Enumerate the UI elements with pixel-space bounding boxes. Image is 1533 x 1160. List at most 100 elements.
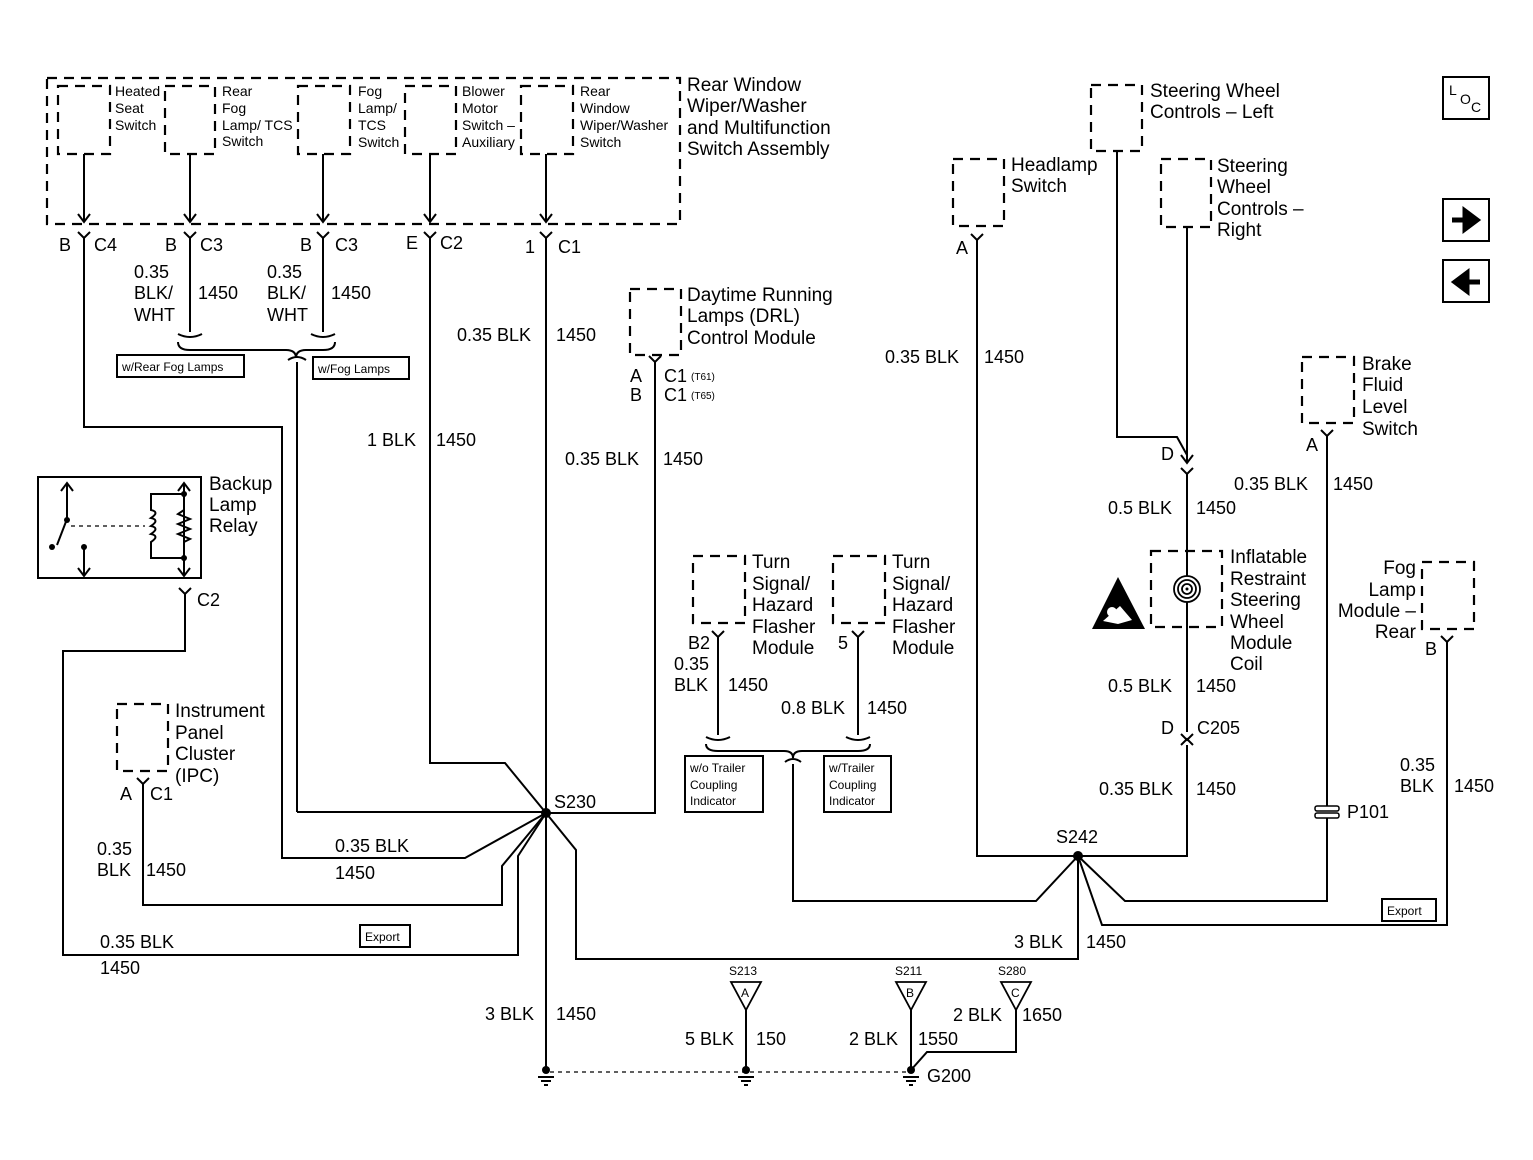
svg-text:A: A [630,366,642,386]
svg-text:BLK: BLK [97,860,131,880]
drl-pins: A C1 (T61) B C1 (T65) [630,366,715,405]
svg-text:0.35 BLK: 0.35 BLK [457,325,531,345]
arrow-right-icon [1452,206,1482,234]
svg-text:Brake: Brake [1362,354,1412,375]
svg-text:C1: C1 [664,366,687,386]
svg-text:Turn: Turn [752,552,790,573]
c205-pin: D [1161,718,1174,738]
svg-text:0.35 BLK: 0.35 BLK [335,836,409,856]
turn2-connector [851,630,865,639]
svg-text:Daytime Running: Daytime Running [687,285,833,306]
svg-text:(T61): (T61) [691,372,715,383]
option-bracket-fog [177,238,336,812]
turn1-wire-label: 0.35 BLK 1450 [674,654,768,695]
c205-label: C205 [1197,718,1240,738]
svg-text:S280: S280 [998,964,1026,978]
svg-text:w/Trailer: w/Trailer [828,761,875,775]
svg-text:Blower: Blower [462,83,505,99]
svg-text:Coupling: Coupling [690,778,737,792]
svg-text:Switch: Switch [580,134,621,150]
swc-connector-top [1180,454,1194,465]
relay-wire-label: 0.35 BLK 1450 [100,932,174,978]
swc-left-wire [1116,151,1188,456]
svg-text:C3: C3 [200,235,223,255]
svg-text:Switch: Switch [1011,176,1067,197]
svg-text:Indicator: Indicator [829,794,875,808]
svg-text:Rear: Rear [222,83,253,99]
svg-text:A: A [120,784,132,804]
svg-text:(IPC): (IPC) [175,766,219,787]
svg-text:Turn: Turn [892,552,930,573]
svg-text:Wheel: Wheel [1230,612,1284,633]
svg-text:BLK/: BLK/ [267,283,306,303]
svg-text:2 BLK: 2 BLK [849,1029,898,1049]
svg-text:B: B [300,235,312,255]
svg-text:Fog: Fog [222,100,246,116]
svg-text:Steering: Steering [1217,156,1288,177]
fog-rear-wire [1077,642,1448,926]
headlamp-wire [976,240,1078,857]
drl-wire-label: 0.35 BLK 1450 [565,449,703,469]
svg-text:Auxiliary: Auxiliary [462,134,515,150]
assembly-internal-wires [77,154,553,224]
relay-wire [62,594,547,956]
svg-text:Steering: Steering [1230,590,1301,611]
location-icon[interactable]: L O C [1442,76,1490,120]
headlamp-connector [970,233,984,242]
svg-text:1450: 1450 [1086,932,1126,952]
svg-text:0.5 BLK: 0.5 BLK [1108,676,1172,696]
heated-seat-wire [83,238,547,859]
instrument-panel-cluster [115,702,170,773]
svg-text:Switch: Switch [222,133,263,149]
svg-text:Module –: Module – [1338,601,1417,622]
svg-text:0.8 BLK: 0.8 BLK [781,698,845,718]
svg-text:Lamps (DRL): Lamps (DRL) [687,306,800,327]
svg-text:Module: Module [752,638,814,659]
drl-connector [648,355,662,364]
rear-wiper-switch-label: Rear Window Wiper/Washer Switch [580,83,669,150]
svg-text:0.35: 0.35 [674,654,709,674]
svg-text:Lamp: Lamp [209,495,257,516]
svg-text:C3: C3 [335,235,358,255]
coil-to-s242-wire [1078,745,1188,857]
fog-rear-label: Fog Lamp Module – Rear [1338,558,1417,643]
brake-to-s242-wire [1077,818,1328,902]
headlamp-switch-label: Headlamp Switch [1011,155,1098,197]
svg-text:Rear: Rear [1375,622,1417,643]
clockspring-icon [1173,575,1201,603]
svg-text:Steering Wheel: Steering Wheel [1150,81,1280,102]
svg-text:Fluid: Fluid [1362,375,1403,396]
svg-text:1450: 1450 [100,958,140,978]
relay-connector [178,587,192,596]
c205-connector-bottom [1180,737,1194,746]
p101-connector [1314,805,1340,819]
ipc-label: Instrument Panel Cluster (IPC) [175,701,265,787]
svg-text:Signal/: Signal/ [892,574,951,595]
ground-icon [538,1066,554,1086]
ground-icon [738,1066,754,1086]
svg-text:WHT: WHT [267,305,308,325]
svg-text:Controls –: Controls – [1217,199,1304,220]
svg-text:Window: Window [580,100,631,116]
airbag-coil-label: Inflatable Restraint Steering Wheel Modu… [1230,547,1307,675]
svg-text:0.35: 0.35 [267,262,302,282]
svg-text:BLK: BLK [1400,776,1434,796]
p101-label: P101 [1347,802,1389,822]
turn1-pin: B2 [688,633,710,653]
swc-right-label: Steering Wheel Controls – Right [1217,156,1304,241]
drl-control-module [628,287,683,357]
prev-page-button[interactable] [1442,259,1490,303]
option-rear-fog-lamps: w/Rear Fog Lamps [116,354,245,378]
ground-icon [903,1066,919,1086]
trunk-wire-labels: 0.35 BLK 1450 1 BLK 1450 [367,325,596,450]
svg-text:C4: C4 [94,235,117,255]
next-page-button[interactable] [1442,198,1490,242]
svg-text:1450: 1450 [663,449,703,469]
turn2-pin: 5 [838,633,848,653]
svg-text:Heated: Heated [115,83,160,99]
rear-fog-lamp-tcs-switch [163,84,217,156]
svg-text:1450: 1450 [984,347,1024,367]
steering-wheel-controls-right [1159,157,1213,229]
svg-text:Hazard: Hazard [752,595,813,616]
